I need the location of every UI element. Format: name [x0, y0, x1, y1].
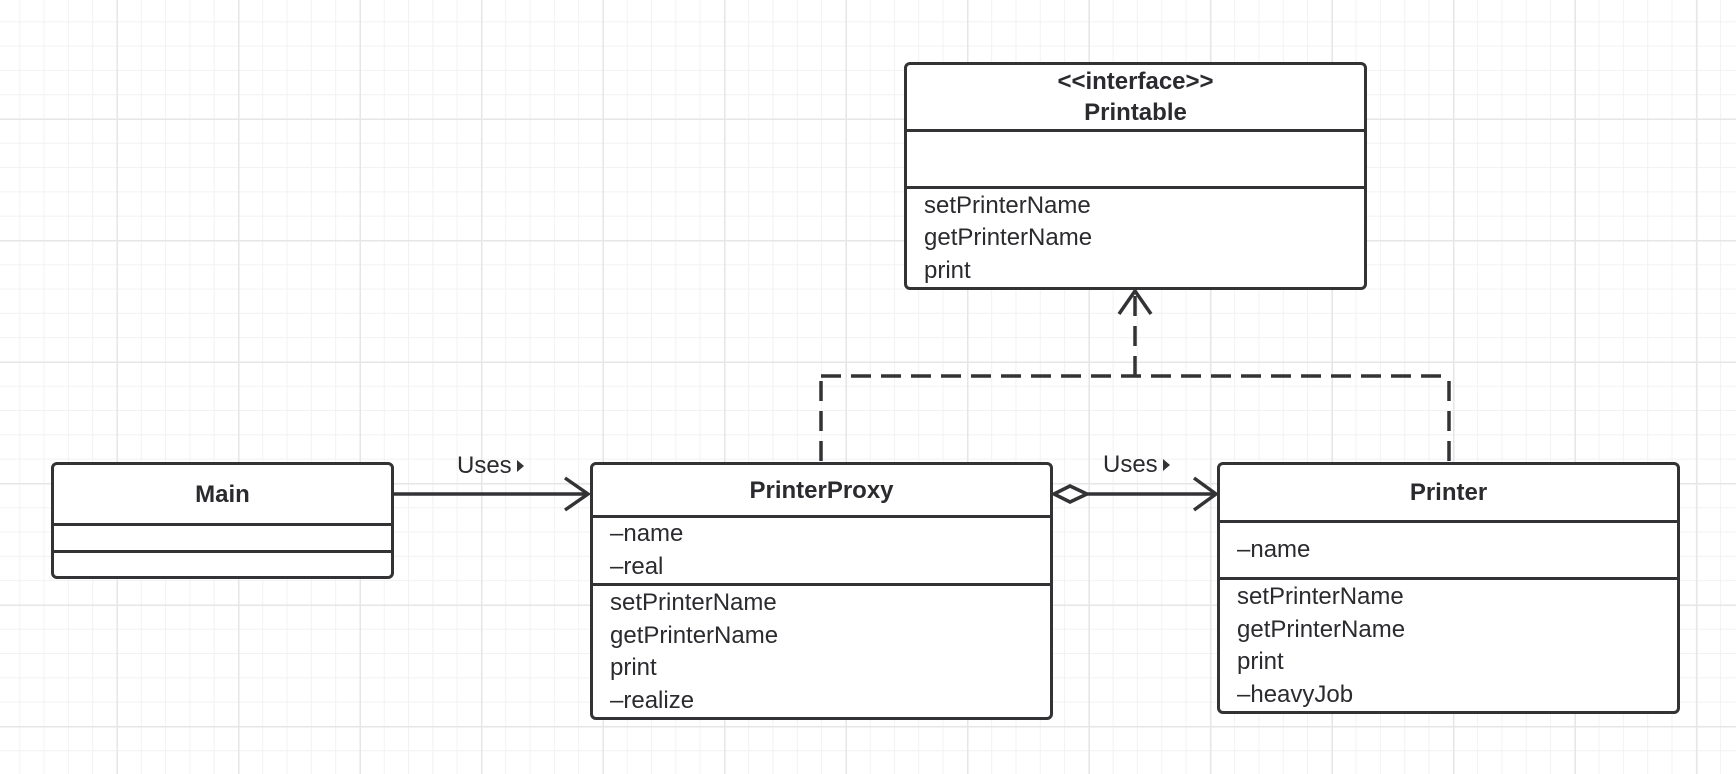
method: print	[924, 256, 971, 284]
class-name: PrinterProxy	[749, 476, 894, 504]
method: setPrinterName	[1237, 583, 1404, 610]
attributes-section	[54, 526, 391, 553]
uses-label-text: Uses	[1103, 451, 1158, 478]
class-main[interactable]: Main	[51, 462, 394, 579]
uses-label-text: Uses	[457, 452, 512, 479]
class-printer-proxy[interactable]: PrinterProxy –name –real setPrinterName …	[590, 462, 1053, 720]
realization-arrowhead	[1117, 287, 1153, 315]
aggregation-diamond	[1050, 484, 1092, 504]
class-name: Printable	[1084, 98, 1187, 126]
field: –name	[610, 520, 684, 547]
method: –realize	[610, 686, 695, 714]
method: print	[610, 654, 657, 681]
methods-section: setPrinterName getPrinterName print –hea…	[1220, 580, 1677, 711]
field: –real	[610, 552, 664, 580]
class-name: Main	[195, 480, 250, 508]
method: setPrinterName	[924, 191, 1091, 219]
proxy-printer-arrowhead	[1192, 476, 1219, 512]
main-proxy-arrowhead	[564, 476, 592, 512]
main-proxy-uses-label: Uses	[457, 452, 524, 480]
methods-section: setPrinterName getPrinterName print	[907, 189, 1364, 288]
method: getPrinterName	[1237, 615, 1406, 643]
proxy-printer-uses-label: Uses	[1103, 451, 1170, 479]
class-header: <<interface>> Printable	[907, 65, 1364, 132]
class-header: Printer	[1220, 465, 1677, 523]
method: getPrinterName	[924, 224, 1093, 251]
class-printer[interactable]: Printer –name setPrinterName getPrinterN…	[1217, 462, 1680, 714]
method: getPrinterName	[610, 621, 779, 649]
methods-section	[54, 553, 391, 576]
methods-section: setPrinterName getPrinterName print –rea…	[593, 586, 1050, 717]
attributes-section	[907, 132, 1364, 189]
method: –heavyJob	[1237, 680, 1354, 708]
attributes-section: –name –real	[593, 518, 1050, 586]
attributes-section: –name	[1220, 523, 1677, 580]
realization-connector	[819, 292, 1451, 461]
direction-triangle-icon	[1162, 459, 1170, 471]
direction-triangle-icon	[516, 460, 524, 472]
field: –name	[1237, 535, 1311, 563]
class-header: PrinterProxy	[593, 465, 1050, 518]
class-printable[interactable]: <<interface>> Printable setPrinterName g…	[904, 62, 1367, 290]
method: setPrinterName	[610, 589, 777, 616]
method: print	[1237, 648, 1284, 675]
class-name: Printer	[1409, 478, 1488, 506]
class-header: Main	[54, 465, 391, 526]
interface-stereotype: <<interface>>	[1057, 67, 1214, 95]
